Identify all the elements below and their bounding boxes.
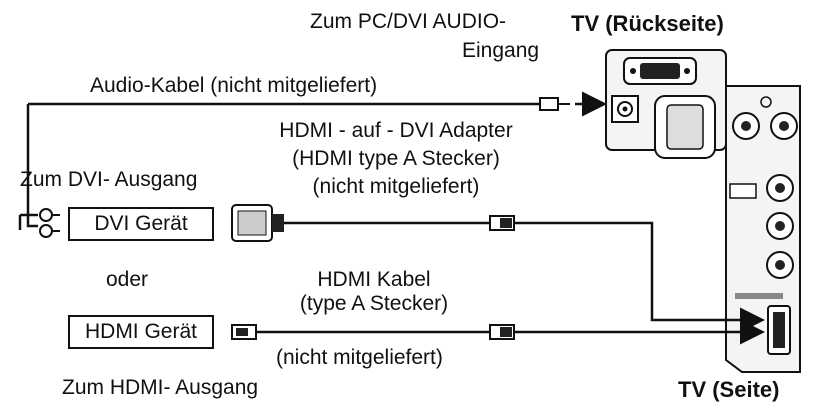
dvi-output-label: Zum DVI- Ausgang	[20, 168, 198, 191]
adapter-label-2: (HDMI type A Stecker)	[292, 147, 500, 170]
pc-audio-input-label-2: Eingang	[462, 39, 540, 62]
tv-side-panel	[725, 85, 801, 373]
audio-cable-label: Audio-Kabel (nicht mitgeliefert)	[90, 74, 378, 97]
tv-rear-panel	[605, 49, 727, 159]
pc-audio-input-label: Zum PC/DVI AUDIO-	[310, 10, 507, 33]
dvi-device-box: DVI Gerät	[68, 207, 214, 241]
not-supplied-label: (nicht mitgeliefert)	[276, 346, 443, 369]
hdmi-cable-label-1: HDMI Kabel	[317, 268, 431, 291]
audio-cable	[18, 91, 607, 238]
or-label: oder	[106, 268, 149, 291]
hdmi-output-label: Zum HDMI- Ausgang	[62, 376, 259, 399]
adapter-label-1: HDMI - auf - DVI Adapter	[279, 119, 513, 142]
tv-side-title: TV (Seite)	[678, 377, 780, 402]
hdmi-cable-label-2: (type A Stecker)	[299, 292, 449, 315]
adapter-label-3: (nicht mitgeliefert)	[312, 175, 480, 198]
hdmi-device-box: HDMI Gerät	[68, 315, 214, 349]
dvi-adapter-icon	[231, 204, 284, 242]
hdmi-cable	[231, 319, 765, 345]
hdmi-dvi-cable	[284, 215, 765, 333]
tv-rear-title: TV (Rückseite)	[571, 11, 724, 36]
